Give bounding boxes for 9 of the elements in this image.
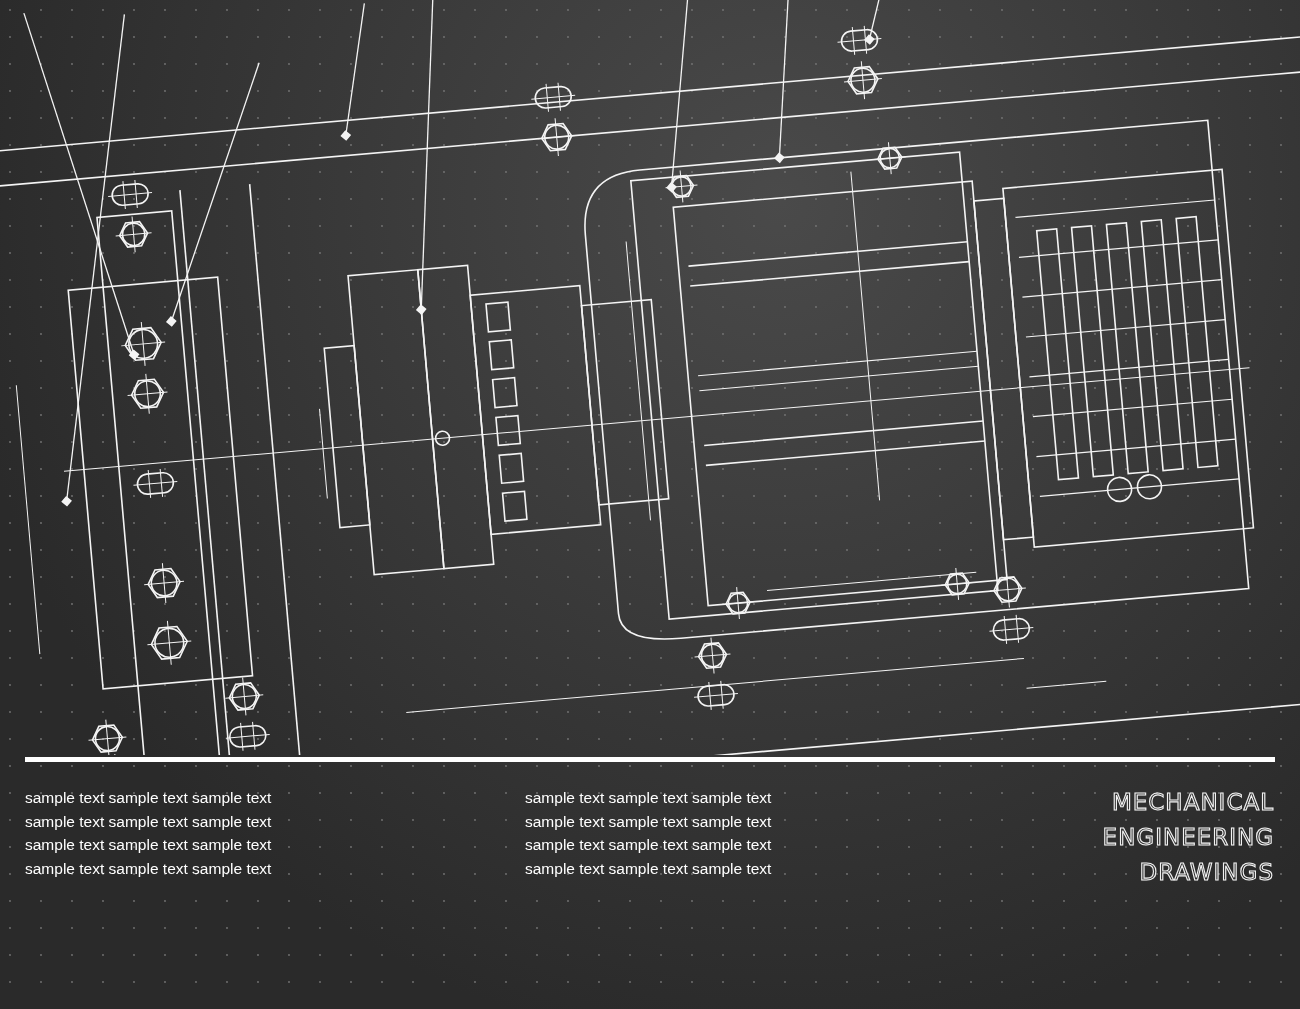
- sample-text: sample text sample text sample text: [25, 836, 272, 854]
- sample-text: sample text sample text sample text: [525, 789, 772, 807]
- sample-text: sample text sample text sample text: [525, 836, 772, 854]
- sample-text: sample text sample text sample text: [525, 859, 772, 878]
- sample-text: sample text sample text sample text: [525, 812, 772, 831]
- sample-text: sample text sample text sample text: [25, 812, 272, 831]
- title: MECHANICAL ENGINEERING DRAWINGS: [1102, 788, 1274, 887]
- sample-text: sample text sample text sample text: [25, 789, 272, 807]
- sample-text: sample text sample text sample text: [25, 859, 272, 878]
